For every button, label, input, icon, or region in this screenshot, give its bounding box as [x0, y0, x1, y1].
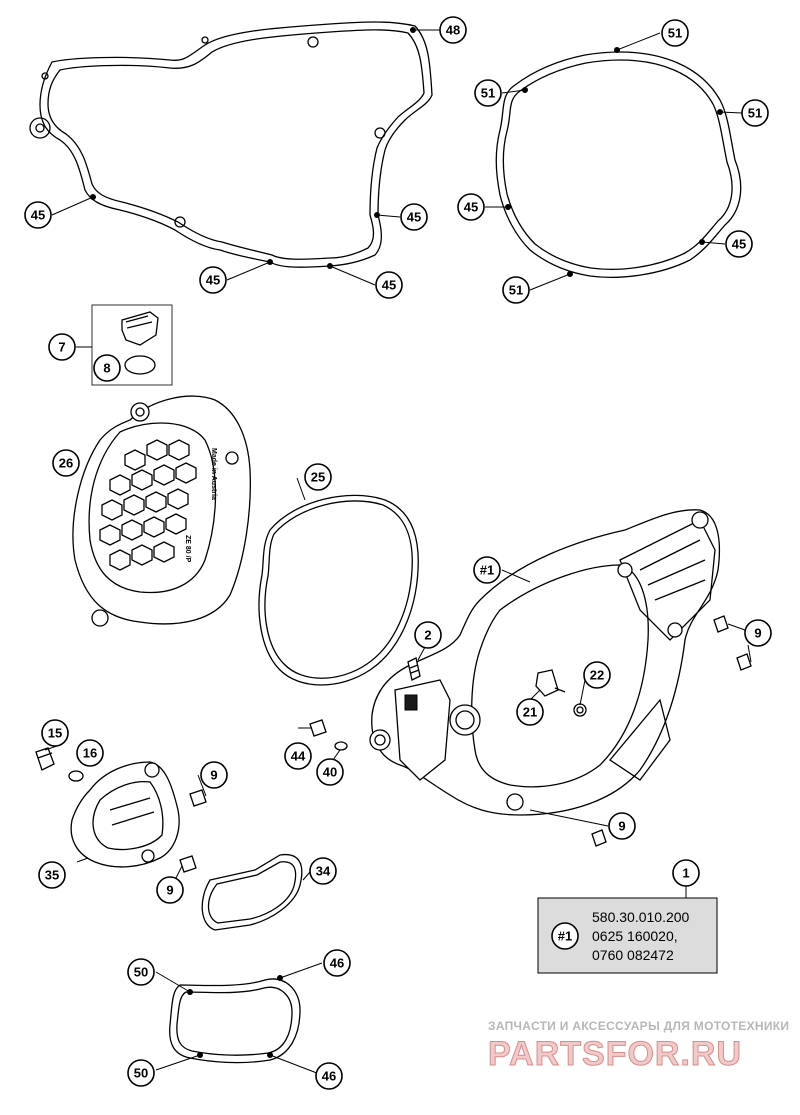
info-line-3: 0760 082472: [592, 947, 674, 963]
plug-box: [91, 304, 173, 386]
plug-21: [535, 669, 566, 697]
callout-51-right: 51: [741, 99, 769, 127]
svg-text:21: 21: [523, 705, 537, 720]
svg-text:50: 50: [134, 1066, 148, 1081]
leaders: [44, 27, 752, 1076]
dowel-pins: [179, 615, 752, 873]
callout-44: 44: [284, 742, 312, 770]
info-line-2: 0625 160020,: [592, 928, 678, 944]
svg-text:45: 45: [206, 273, 220, 288]
svg-text:48: 48: [446, 23, 460, 38]
crankcase-gasket-left: [29, 21, 433, 268]
callout-7: 7: [48, 333, 76, 361]
svg-text:46: 46: [322, 1069, 336, 1084]
part-number-box: #1 580.30.010.200 0625 160020, 0760 0824…: [537, 897, 718, 974]
callout-50-bottom: 50: [127, 1059, 155, 1087]
svg-text:2: 2: [424, 628, 431, 643]
water-pump-cover: [70, 761, 180, 868]
callout-45-bottom-a: 45: [199, 266, 227, 294]
callout-25: 25: [304, 463, 332, 491]
svg-text:9: 9: [754, 626, 761, 641]
callout-9-pump-top: 9: [200, 761, 228, 789]
callout-9-mid: 9: [608, 812, 636, 840]
cover-made-in-text: Made in Austria: [210, 448, 217, 500]
callout-9-pump-bottom: 9: [156, 876, 184, 904]
callout-45-bottom-b: 45: [375, 271, 403, 299]
svg-text:51: 51: [509, 283, 523, 298]
seal-ring-16: [68, 770, 84, 782]
svg-text:1: 1: [682, 866, 689, 881]
svg-text:8: 8: [103, 361, 110, 376]
svg-text:#1: #1: [480, 563, 494, 578]
svg-text:40: 40: [323, 765, 337, 780]
svg-text:45: 45: [31, 208, 45, 223]
svg-text:51: 51: [481, 86, 495, 101]
callout-50-top: 50: [127, 958, 155, 986]
callout-45-right-right: 45: [725, 230, 753, 258]
clutch-cover-housing: [369, 509, 721, 816]
svg-text:22: 22: [590, 668, 604, 683]
svg-text:26: 26: [59, 456, 73, 471]
watermark: ЗАПЧАСТИ И АКСЕССУАРЫ ДЛЯ МОТОТЕХНИКИ PA…: [488, 1019, 790, 1074]
callout-40: 40: [316, 758, 344, 786]
svg-text:15: 15: [48, 726, 62, 741]
callout-2: 2: [414, 621, 442, 649]
callout-51-bottom: 51: [502, 276, 530, 304]
outer-clutch-cover: Made in Austria ZE 80 /P: [72, 395, 251, 627]
callout-1: 1: [672, 859, 700, 887]
nipple-2: [407, 657, 421, 681]
callout-45-right-left: 45: [457, 193, 485, 221]
svg-text:9: 9: [210, 768, 217, 783]
water-pump-gasket: [201, 853, 303, 931]
svg-text:9: 9: [166, 883, 173, 898]
svg-text:44: 44: [291, 749, 306, 764]
callout-21: 21: [516, 698, 544, 726]
callout-15: 15: [41, 719, 69, 747]
svg-text:50: 50: [134, 965, 148, 980]
callout-48: 48: [439, 16, 467, 44]
svg-text:45: 45: [732, 237, 746, 252]
svg-text:45: 45: [407, 210, 421, 225]
callout-46-top: 46: [323, 949, 351, 977]
callout-46-bottom: 46: [315, 1062, 343, 1090]
callout-35: 35: [38, 861, 66, 889]
washer-40: [334, 741, 348, 751]
callout-51-top: 51: [661, 19, 689, 47]
svg-text:46: 46: [330, 956, 344, 971]
screw-plug-15: [35, 747, 55, 771]
svg-text:25: 25: [311, 470, 325, 485]
callout-9-right: 9: [744, 619, 772, 647]
callout-45-mid: 45: [400, 203, 428, 231]
clutch-cover-oring: [258, 494, 419, 686]
callout-51-left: 51: [474, 79, 502, 107]
svg-text:45: 45: [464, 200, 478, 215]
callout-45-left: 45: [24, 201, 52, 229]
callout-8: 8: [93, 354, 121, 382]
svg-text:51: 51: [748, 106, 762, 121]
svg-text:9: 9: [618, 819, 625, 834]
info-line-1: 580.30.010.200: [592, 909, 690, 925]
svg-text:45: 45: [382, 278, 396, 293]
svg-text:16: 16: [83, 746, 97, 761]
svg-text:34: 34: [316, 864, 331, 879]
svg-text:35: 35: [45, 868, 59, 883]
svg-text:51: 51: [668, 26, 682, 41]
watermark-logo: PARTSFOR.RU: [488, 1035, 742, 1073]
callout-16: 16: [76, 739, 104, 767]
info-box-ref: #1: [558, 929, 572, 944]
callout-34: 34: [309, 857, 337, 885]
bolt-44: [309, 719, 327, 737]
callout-22: 22: [583, 661, 611, 689]
cover-code-text: ZE 80 /P: [184, 535, 191, 563]
callout-1-hash: #1: [473, 556, 501, 584]
watermark-tagline: ЗАПЧАСТИ И АКСЕССУАРЫ ДЛЯ МОТОТЕХНИКИ: [488, 1019, 789, 1033]
svg-text:7: 7: [58, 340, 65, 355]
callout-26: 26: [52, 449, 80, 477]
